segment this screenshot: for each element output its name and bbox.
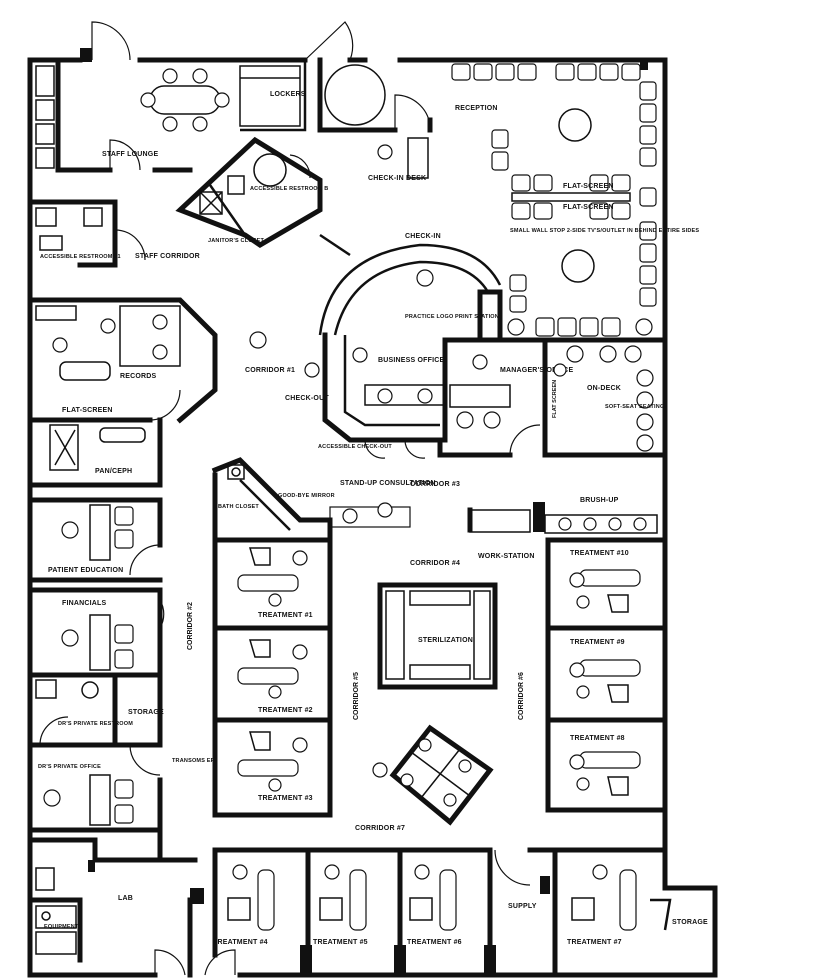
label-reception: RECEPTION xyxy=(455,105,498,112)
label-bath-closet: BATH CLOSET xyxy=(218,504,259,510)
label-records: RECORDS xyxy=(120,373,157,380)
label-print-station: PRINT STATION xyxy=(455,314,499,320)
pan-ceph: FLAT-SCREEN PAN/CEPH xyxy=(27,407,163,488)
label-accessible-check-out: ACCESSIBLE CHECK-OUT xyxy=(318,444,392,450)
label-good-bye-mirror: GOOD-BYE MIRROR xyxy=(278,493,335,499)
drs-private-office: DR'S PRIVATE OFFICE xyxy=(27,744,163,833)
label-financials: FINANCIALS xyxy=(62,600,107,607)
business-office: BUSINESS OFFICE ACCESSIBLE CHECK-OUT xyxy=(318,332,448,459)
label-flat-screen-4: FLAT-SCREEN xyxy=(62,407,113,414)
label-soft-seating: SOFT-SEAT SEATING xyxy=(605,404,664,410)
label-check-out: CHECK-OUT xyxy=(285,395,329,402)
reception: RECEPTION CHECK-IN DESK xyxy=(317,57,699,343)
brush-up: BRUSH-UP WORK-STATION CORRIDOR #4 xyxy=(410,497,658,567)
treatment-rooms-bottom: TREATMENT #4 TREATMENT #5 TREATMENT #6 S… xyxy=(212,847,708,978)
label-accessible-restroom-a: ACCESSIBLE RESTROOM #1 xyxy=(40,254,121,260)
stand-up-consultation: BATH CLOSET GOOD-BYE MIRROR STAND-UP CON… xyxy=(211,457,460,543)
label-supply: SUPPLY xyxy=(508,903,537,910)
label-drs-private-office: DR'S PRIVATE OFFICE xyxy=(38,764,101,770)
label-flat-screen-2: FLAT-SCREEN xyxy=(563,204,614,211)
label-treatment-2: TREATMENT #2 xyxy=(258,707,313,714)
label-on-deck: ON-DECK xyxy=(587,385,621,392)
corridor-1-person xyxy=(249,331,320,378)
label-treatment-5: TREATMENT #5 xyxy=(313,939,368,946)
waiting-chairs-top xyxy=(451,63,641,81)
sterilization: STERILIZATION xyxy=(377,582,498,690)
label-staff-lounge: STAFF LOUNGE xyxy=(102,151,158,158)
records: RECORDS xyxy=(27,297,218,424)
label-treatment-10: TREATMENT #10 xyxy=(570,550,629,557)
drs-private-restroom: DR'S PRIVATE RESTROOM STORAGE xyxy=(27,672,164,748)
label-corridor-4: CORRIDOR #4 xyxy=(410,560,460,567)
label-check-in: CHECK-IN xyxy=(405,233,441,240)
label-corridor-1: CORRIDOR #1 xyxy=(245,367,295,374)
label-treatment-8: TREATMENT #8 xyxy=(570,735,625,742)
label-check-in-desk: CHECK-IN DESK xyxy=(368,175,426,182)
lab-equipment: LAB EQUIPMENT xyxy=(27,832,236,978)
label-storage-2: STORAGE xyxy=(672,919,708,926)
label-corridor-7: CORRIDOR #7 xyxy=(355,825,405,832)
center-seating xyxy=(511,174,631,220)
label-janitors-closet: JANITOR'S CLOSET xyxy=(208,238,264,244)
label-flat-screen-1: FLAT-SCREEN xyxy=(563,183,614,190)
label-drs-private-restroom: DR'S PRIVATE RESTROOM xyxy=(58,721,133,727)
label-accessible-restroom-b: ACCESSIBLE RESTROOM B xyxy=(250,186,328,192)
label-treatment-6: TREATMENT #6 xyxy=(407,939,462,946)
label-stand-up-consultation: STAND-UP CONSULTATION xyxy=(340,480,436,487)
label-treatment-1: TREATMENT #1 xyxy=(258,612,313,619)
label-treatment-9: TREATMENT #9 xyxy=(570,639,625,646)
note-line: SMALL WALL STOP 2-SIDE TV'S/OUTLET IN BE… xyxy=(510,228,699,234)
label-corridor-3: CORRIDOR #3 xyxy=(410,481,460,488)
label-lockers: LOCKERS xyxy=(270,91,306,98)
label-brush-up: BRUSH-UP xyxy=(580,497,619,504)
check-in-desk: CHECK-IN PRACTICE LOGO PRINT STATION xyxy=(318,233,503,343)
label-managers-office: MANAGER'S OFFICE xyxy=(500,367,573,374)
label-small-wall-note: SMALL WALL STOP 2-SIDE TV'S/OUTLET IN BE… xyxy=(510,228,699,234)
label-practice-logo: PRACTICE LOGO xyxy=(405,314,454,320)
label-pan-ceph: PAN/CEPH xyxy=(95,468,132,475)
label-flat-screen-3: FLAT SCREEN xyxy=(552,380,558,418)
label-work-station: WORK-STATION xyxy=(478,553,535,560)
label-storage-1: STORAGE xyxy=(128,709,164,716)
label-transom-ep: TRANSOMS EP. xyxy=(172,758,216,764)
restrooms-janitor: ACCESSIBLE RESTROOM B JANITOR'S CLOSET A… xyxy=(27,136,328,268)
treatment-rooms-left: TREATMENT #1 TREATMENT #2 TREATMENT #3 xyxy=(212,537,333,818)
treatment-pod xyxy=(372,724,494,826)
label-treatment-4: TREATMENT #4 xyxy=(213,939,268,946)
label-treatment-7: TREATMENT #7 xyxy=(567,939,622,946)
outer-walls xyxy=(27,21,718,978)
waiting-chairs-bottom xyxy=(507,317,653,337)
on-deck: ON-DECK SOFT-SEAT SEATING FLAT SCREEN xyxy=(542,337,668,458)
label-sterilization: STERILIZATION xyxy=(418,637,473,644)
label-staff-corridor: STAFF CORRIDOR xyxy=(135,253,200,260)
interior-walls xyxy=(112,437,473,748)
label-patient-education: PATIENT EDUCATION xyxy=(48,567,123,574)
waiting-chairs-right xyxy=(639,81,657,307)
label-business-office: BUSINESS OFFICE xyxy=(378,357,445,364)
label-equipment: EQUIPMENT xyxy=(44,924,79,930)
label-treatment-3: TREATMENT #3 xyxy=(258,795,313,802)
treatment-rooms-right: TREATMENT #10 TREATMENT #9 TREATMENT #8 xyxy=(545,537,668,813)
label-corridor-5: CORRIDOR #5 xyxy=(353,672,360,720)
patient-education: PATIENT EDUCATION xyxy=(27,497,163,583)
label-corridor-6: CORRIDOR #6 xyxy=(518,672,525,720)
financials: FINANCIALS xyxy=(27,587,165,678)
label-corridor-2: CORRIDOR #2 xyxy=(187,602,194,650)
label-lab: LAB xyxy=(118,895,133,902)
staff-lounge: STAFF LOUNGE LOCKERS xyxy=(35,57,307,173)
